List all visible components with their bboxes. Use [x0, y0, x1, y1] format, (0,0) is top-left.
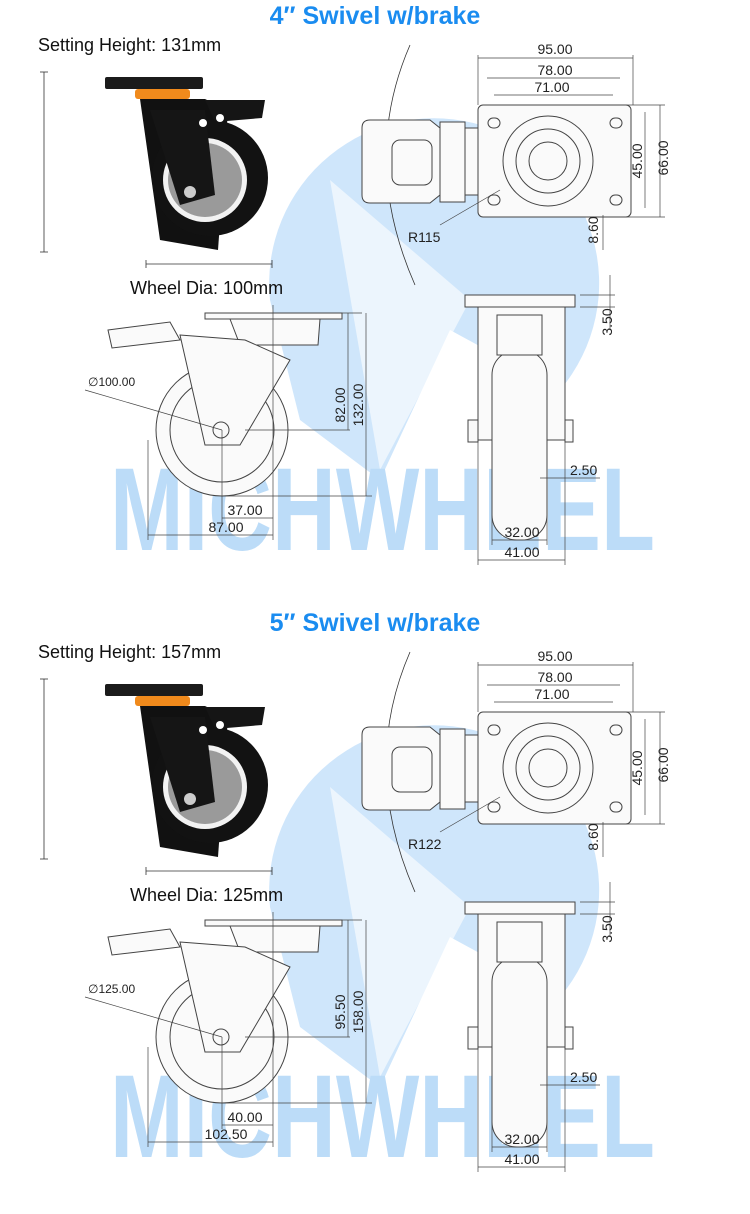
front-view-drawing: 3.50 2.50 32.00 41.00	[464, 275, 615, 565]
dim-fork-width: 41.00	[504, 1151, 539, 1167]
dim-hole-vertical: 45.00	[629, 750, 645, 785]
section-title: 5″ Swivel w/brake	[270, 609, 481, 637]
dim-wheel-width: 32.00	[504, 524, 539, 540]
dim-offset-side: 40.00	[227, 1109, 262, 1125]
side-view-drawing: ∅125.00 95.50 158.00 40.00 102.50	[84, 912, 372, 1147]
dim-plate-width: 95.00	[537, 41, 572, 57]
front-view-drawing: 3.50 2.50 32.00 41.00	[464, 882, 615, 1172]
dim-hole-vertical: 45.00	[629, 143, 645, 178]
wheel-dia-bar	[145, 867, 273, 875]
caster-photo	[105, 684, 268, 857]
dim-plate-thickness: 3.50	[599, 915, 615, 942]
dim-plate-depth: 66.00	[655, 140, 671, 175]
dim-swivel-radius: R122	[408, 836, 442, 852]
setting-height-bar	[40, 678, 48, 860]
dim-tread-gap: 2.50	[570, 1069, 597, 1085]
spec-drawing: MICHWHEEL 5″ Swivel w/brake Setting Heig…	[38, 609, 671, 1183]
caster-spec-section: MICHWHEEL 4″ Swivel w/brake Setting Heig…	[38, 2, 671, 576]
dim-wheel-diameter: ∅100.00	[88, 375, 135, 389]
dim-offset: 8.60	[585, 823, 601, 850]
dim-offset: 8.60	[585, 216, 601, 243]
dim-overall-length: 102.50	[205, 1126, 248, 1142]
dim-total-height: 132.00	[350, 383, 366, 426]
dim-overall-length: 87.00	[208, 519, 243, 535]
dim-plate-width: 95.00	[537, 648, 572, 664]
caster-spec-section: MICHWHEEL 5″ Swivel w/brake Setting Heig…	[0, 607, 750, 1214]
setting-height-bar	[40, 71, 48, 253]
top-view-drawing: 95.00 78.00 71.00 45.00 66.00 8.60 R115	[361, 41, 671, 286]
setting-height-label: Setting Height: 131mm	[38, 35, 221, 55]
side-view-drawing: ∅100.00 82.00 132.00 37.00 87.00	[84, 305, 372, 540]
dim-wheel-diameter: ∅125.00	[88, 982, 135, 996]
dim-swivel-radius: R115	[408, 229, 441, 245]
dim-axle-height: 95.50	[332, 994, 348, 1029]
wheel-dia-label: Wheel Dia: 125mm	[130, 885, 283, 905]
dim-axle-height: 82.00	[332, 387, 348, 422]
caster-photo	[105, 77, 268, 250]
wheel-dia-label: Wheel Dia: 100mm	[130, 278, 283, 298]
dim-tread-gap: 2.50	[570, 462, 597, 478]
setting-height-label: Setting Height: 157mm	[38, 642, 221, 662]
dim-plate-thickness: 3.50	[599, 308, 615, 335]
dim-hole-outer: 78.00	[537, 62, 572, 78]
dim-hole-inner: 71.00	[534, 686, 569, 702]
dim-total-height: 158.00	[350, 990, 366, 1033]
dim-fork-width: 41.00	[504, 544, 539, 560]
spec-drawing: MICHWHEEL 4″ Swivel w/brake Setting Heig…	[38, 2, 671, 576]
dim-plate-depth: 66.00	[655, 747, 671, 782]
dim-wheel-width: 32.00	[504, 1131, 539, 1147]
dim-offset-side: 37.00	[227, 502, 262, 518]
section-title: 4″ Swivel w/brake	[270, 2, 481, 30]
dim-hole-inner: 71.00	[534, 79, 569, 95]
dim-hole-outer: 78.00	[537, 669, 572, 685]
wheel-dia-bar	[145, 260, 273, 268]
top-view-drawing: 95.00 78.00 71.00 45.00 66.00 8.60 R122	[361, 648, 671, 893]
